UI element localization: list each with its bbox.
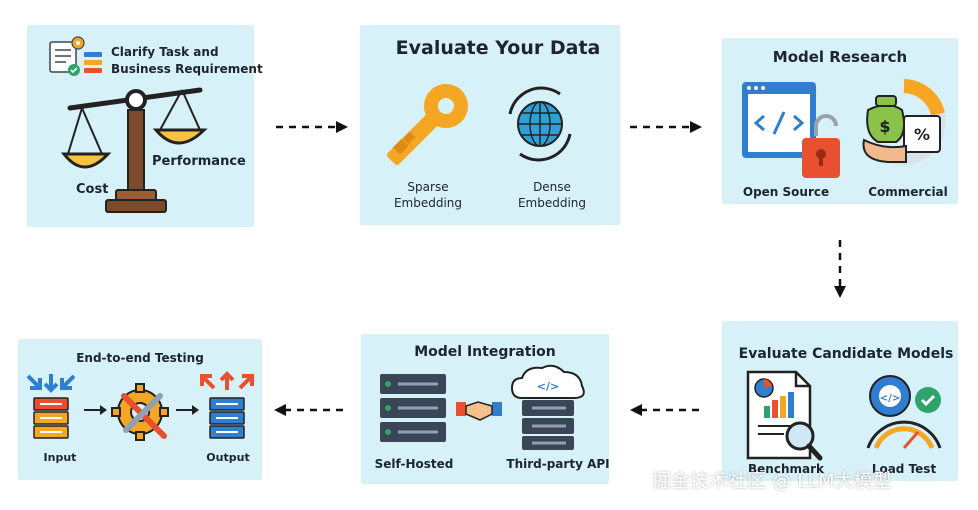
code-browser-icon xyxy=(742,82,840,178)
cloud-server-icon: </> xyxy=(510,364,585,450)
clarify-title-line1: Clarify Task and xyxy=(111,45,219,59)
dense-label-line1: Dense xyxy=(533,180,571,194)
model-integration-title: Model Integration xyxy=(414,344,556,360)
key-icon xyxy=(386,84,468,166)
task-document-icon xyxy=(49,36,102,76)
output-icon xyxy=(200,371,254,439)
dense-label-line2: Embedding xyxy=(517,196,587,210)
third-party-api-label: Third-party API xyxy=(506,457,610,471)
watermark-text: 掘金技术社区 @ LLM大模型 xyxy=(652,470,892,492)
arrow-right-icon-2 xyxy=(176,405,199,415)
load-test-label: Load Test xyxy=(871,462,937,476)
money-bag-icon: % $ xyxy=(862,79,946,165)
e2e-testing-title: End-to-end Testing xyxy=(76,351,204,365)
output-label: Output xyxy=(206,451,250,464)
evaluate-data-panel xyxy=(360,25,620,225)
evaluate-data-title: Evaluate Your Data xyxy=(395,37,601,59)
evaluate-candidates-title: Evaluate Candidate Models xyxy=(738,346,954,362)
gear-tools-icon xyxy=(111,383,169,441)
benchmark-label: Benchmark xyxy=(748,462,824,476)
input-icon xyxy=(26,374,76,439)
gauge-icon: </> xyxy=(866,375,942,450)
svg-text:%: % xyxy=(914,125,930,144)
clarify-title-line2: Business Requirement xyxy=(111,62,263,76)
arrow-candidates-to-integration xyxy=(630,404,702,416)
svg-text:$: $ xyxy=(879,117,890,136)
cost-label: Cost xyxy=(76,182,109,197)
report-icon xyxy=(746,370,823,461)
handshake-icon xyxy=(456,401,502,421)
arrow-integration-to-testing xyxy=(274,404,346,416)
commercial-label: Commercial xyxy=(868,185,948,199)
input-label: Input xyxy=(43,451,77,464)
arrow-clarify-to-data xyxy=(276,121,348,133)
globe-icon xyxy=(508,86,572,162)
arrow-data-to-research xyxy=(630,121,702,133)
model-research-title: Model Research xyxy=(772,48,908,66)
arrow-right-icon xyxy=(84,405,107,415)
svg-text:</>: </> xyxy=(880,393,900,404)
server-icon xyxy=(380,374,446,442)
self-hosted-label: Self-Hosted xyxy=(374,457,454,471)
arrow-research-to-candidates xyxy=(834,240,846,298)
sparse-label-line1: Sparse xyxy=(407,180,449,194)
performance-label: Performance xyxy=(152,154,246,169)
open-source-label: Open Source xyxy=(742,185,830,199)
sparse-label-line2: Embedding xyxy=(393,196,463,210)
svg-text:</>: </> xyxy=(537,380,559,393)
balance-scale-icon xyxy=(60,87,208,213)
